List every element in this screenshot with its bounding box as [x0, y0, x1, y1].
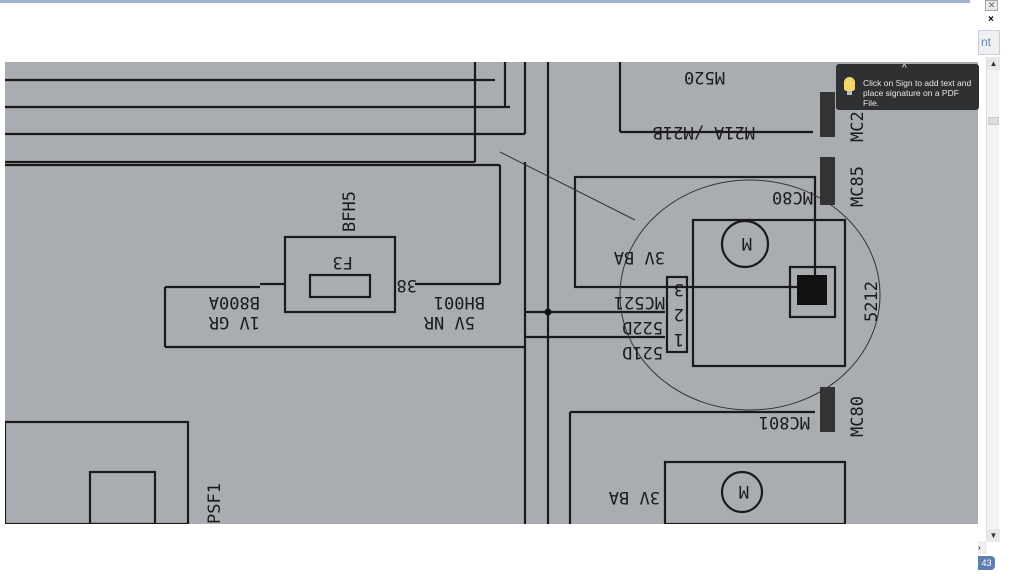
sign-button[interactable]: nt [978, 30, 1000, 55]
label-5v-nr: 5V NR [423, 312, 475, 332]
label-bfh5: BFH5 [340, 191, 360, 232]
page-number[interactable]: 43 [978, 556, 995, 570]
label-mc2: MC2 [848, 111, 868, 142]
panel-close-button[interactable]: × [988, 14, 994, 25]
pin-2: 2 [674, 304, 684, 324]
pdf-page-view[interactable]: M520 M21A /M21B MC85 MC2 MC80 3V BA MC52… [5, 62, 978, 524]
toolbar-area [3, 3, 978, 62]
label-5212: 5212 [862, 281, 882, 322]
scroll-up-button[interactable]: ▲ [987, 57, 1000, 70]
motor-label: M [742, 233, 752, 253]
collapse-caret-icon[interactable]: ^ [902, 63, 907, 74]
label-38: 38 [397, 275, 417, 295]
label-bh001: BH001 [434, 292, 485, 312]
tooltip-text: Click on Sign to add text and place sign… [863, 78, 972, 108]
wiring-diagram: M520 M21A /M21B MC85 MC2 MC80 3V BA MC52… [5, 62, 882, 524]
label-psf1: PSF1 [205, 483, 225, 524]
label-1v-gr: 1V GR [208, 312, 260, 332]
label-mc80-lower: MC80 [848, 396, 868, 437]
label-mc801: MC801 [759, 412, 810, 432]
label-3v-ba-lower: 3V BA [609, 487, 660, 507]
pin-1: 1 [674, 329, 684, 349]
vertical-scrollbar[interactable]: ▲ ▼ [986, 57, 1000, 542]
scroll-down-button[interactable]: ▼ [987, 529, 1000, 542]
title-bar [0, 0, 970, 3]
scroll-right-button[interactable]: › [978, 541, 987, 554]
label-f3: F3 [333, 252, 353, 272]
label-b800a: B800A [209, 292, 260, 312]
sign-tooltip: ^ Click on Sign to add text and place si… [836, 64, 979, 110]
label-m21a: M21A /M21B [653, 122, 755, 142]
label-mc85: MC85 [848, 166, 868, 207]
lightbulb-icon [844, 77, 855, 95]
scroll-thumb[interactable] [988, 117, 999, 125]
label-3v-ba: 3V BA [614, 247, 665, 267]
label-521d: 521D [622, 342, 663, 362]
label-mc521: MC521 [614, 292, 665, 312]
window-close-button[interactable]: ✕ [985, 0, 998, 11]
motor-label-lower: M [739, 481, 749, 501]
label-522d: 522D [622, 317, 663, 337]
label-m520: M520 [684, 67, 725, 87]
pin-3: 3 [674, 279, 684, 299]
label-mc80: MC80 [772, 187, 813, 207]
